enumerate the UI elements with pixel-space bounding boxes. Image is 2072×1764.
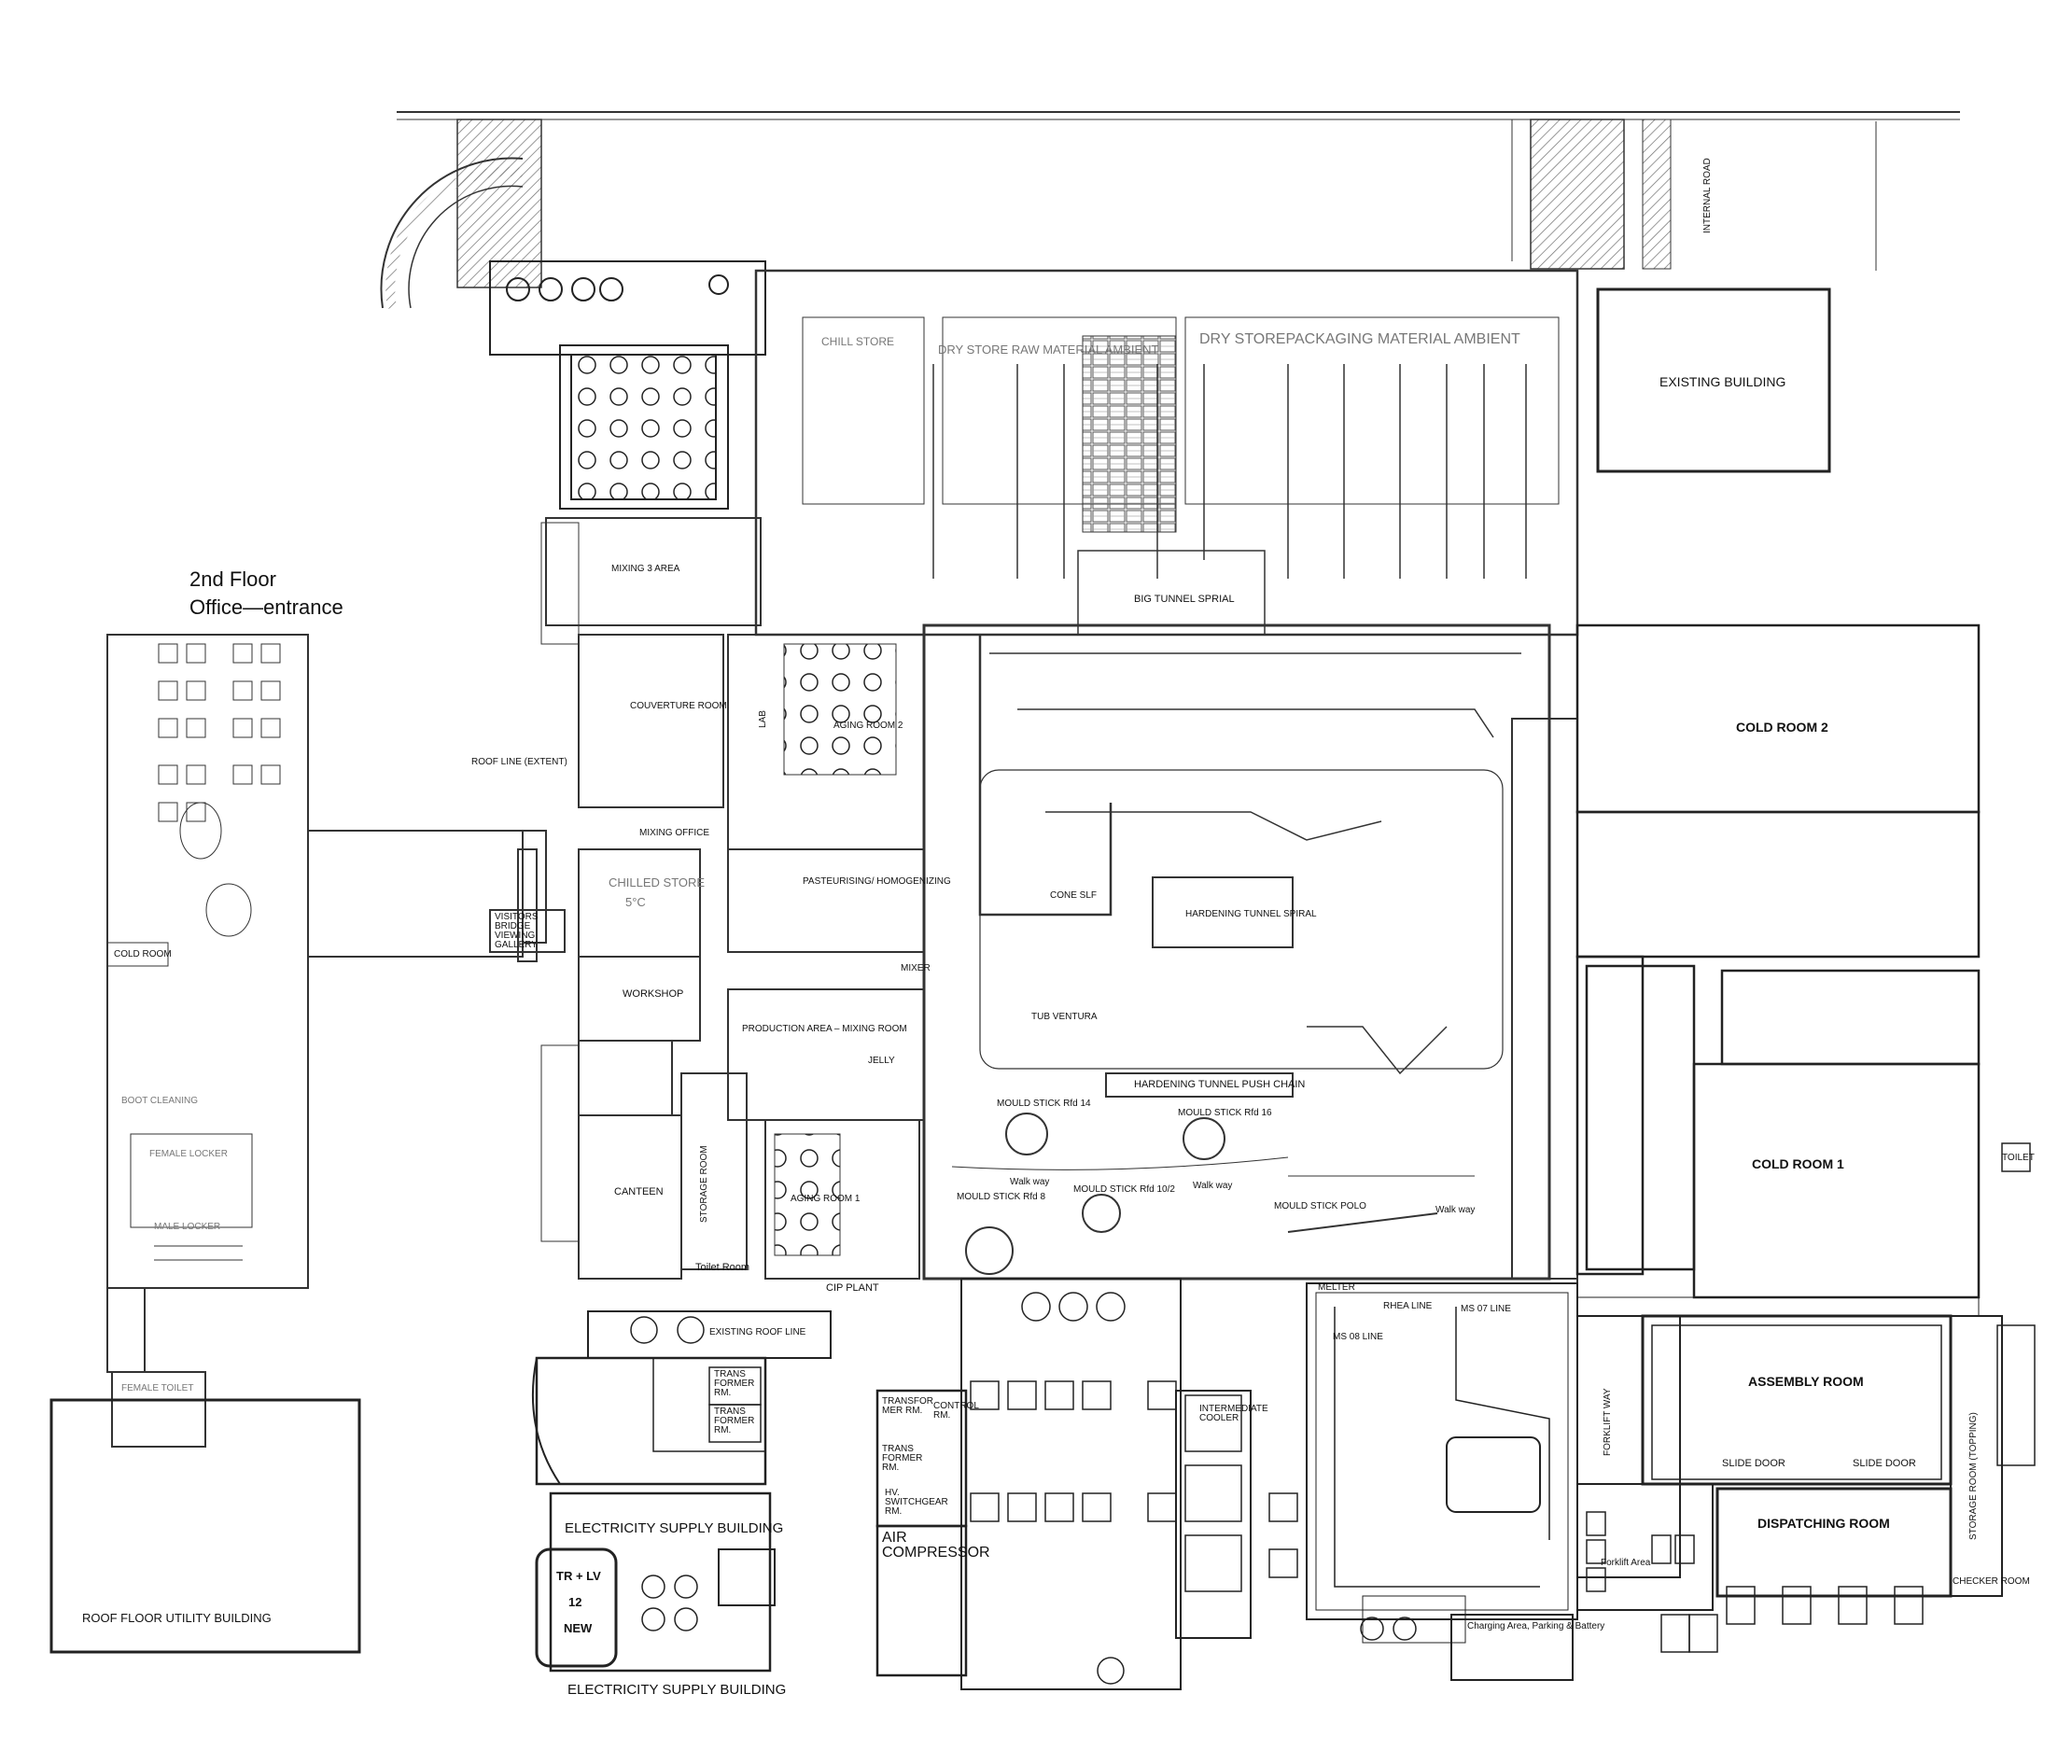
jelly-label: JELLY — [868, 1056, 895, 1066]
transformer-1-label: TRANS FORMER RM. — [714, 1369, 755, 1398]
charging-area-label: Charging Area, Parking & Battery — [1467, 1621, 1605, 1631]
roof-floor-utility — [49, 1398, 361, 1654]
big-tunnel-spiral-label: BIG TUNNEL SPRIAL — [1134, 594, 1235, 605]
production-area-label: PRODUCTION AREA – MIXING ROOM — [742, 1024, 907, 1034]
visitors-gallery-label: VISITORS BRIDGE VIEWING GALLERY — [495, 912, 539, 950]
melter-label: MELTER — [1318, 1282, 1355, 1293]
aging-room-1-label: AGING ROOM 1 — [791, 1194, 861, 1204]
utility-hall — [960, 1278, 1578, 1690]
cold-room-1-label: COLD ROOM 1 — [1752, 1156, 1844, 1171]
production-block — [540, 517, 925, 1280]
transformer-2-label: TRANS FORMER RM. — [714, 1407, 755, 1435]
cone-line-label: CONE SLF — [1050, 890, 1098, 901]
office-wing — [106, 634, 547, 1448]
mould-stick-16-label: MOULD STICK Rfd 16 — [1178, 1108, 1272, 1118]
hardening-spiral-label: HARDENING TUNNEL SPIRAL — [1185, 909, 1317, 919]
ms-08-line-label: MS 08 LINE — [1333, 1332, 1383, 1342]
dry-store-raw-label: DRY STORE RAW MATERIAL AMBIENT — [938, 343, 1159, 357]
electricity-supply-label-1: ELECTRICITY SUPPLY BUILDING — [565, 1520, 784, 1536]
tr-lv-label-3: NEW — [564, 1621, 593, 1635]
mixing-office-label: MIXING OFFICE — [639, 828, 709, 838]
walk-way-1-label: Walk way — [1010, 1177, 1050, 1187]
tub-ventura-label: TUB VENTURA — [1031, 1012, 1098, 1022]
mould-stick-8-label: MOULD STICK Rfd 8 — [957, 1192, 1046, 1202]
office-title-line-1: 2nd Floor — [189, 567, 276, 591]
female-locker-label: FEMALE LOCKER — [149, 1149, 228, 1159]
internal-road-label: INTERNAL ROAD — [1702, 158, 1713, 233]
mixer-label: MIXER — [901, 963, 931, 973]
canteen-label: CANTEEN — [614, 1186, 664, 1197]
pasteurising-label: PASTEURISING/ HOMOGENIZING — [803, 876, 951, 887]
air-compressor-label: AIR COMPRESSOR — [882, 1530, 990, 1561]
ms-07-line-label: MS 07 LINE — [1461, 1304, 1511, 1314]
storage-room-topping-label: STORAGE ROOM (TOPPING) — [1968, 1412, 1979, 1540]
transformer-4-label: TRANS FORMER RM. — [882, 1444, 923, 1473]
female-toilet-label: FEMALE TOILET — [121, 1383, 194, 1393]
roof-line-label: ROOF LINE (EXTENT) — [471, 757, 567, 767]
dry-store-pack-label: DRY STOREPACKAGING MATERIAL AMBIENT — [1199, 331, 1520, 347]
mould-stick-14-label: MOULD STICK Rfd 14 — [997, 1099, 1091, 1109]
mould-stick-polo-label: MOULD STICK POLO — [1274, 1201, 1366, 1211]
tr-lv-label-2: 12 — [568, 1595, 582, 1609]
mould-stick-10-label: MOULD STICK Rfd 10/2 — [1073, 1184, 1175, 1195]
existing-roof-line-label: EXISTING ROOF LINE — [709, 1327, 806, 1337]
workshop-label: WORKSHOP — [623, 988, 684, 1000]
intermediate-cooler-label: INTERMEDIATE COOLER — [1199, 1404, 1268, 1423]
cold-room-2-label: COLD ROOM 2 — [1736, 720, 1828, 735]
internal-road — [397, 111, 1960, 288]
rhea-line-label: RHEA LINE — [1383, 1301, 1433, 1311]
slide-door-2-label: SLIDE DOOR — [1853, 1458, 1916, 1469]
toilet-label: TOILET — [2002, 1153, 2035, 1163]
chilled-temp-label: 5°C — [625, 895, 646, 909]
checker-room-label: CHECKER ROOM — [1953, 1576, 2030, 1587]
spiral-ramp — [380, 157, 524, 309]
electricity-buildings — [531, 1292, 1417, 1685]
cold-rooms — [1575, 623, 1981, 1317]
walk-way-3-label: Walk way — [1435, 1205, 1476, 1215]
production-hall — [922, 623, 1551, 1281]
lab-label: LAB — [758, 710, 768, 728]
dispatching-room-label: DISPATCHING ROOM — [1757, 1516, 1890, 1531]
couverture-room-label: COUVERTURE ROOM — [630, 701, 727, 711]
transformer-3-label: TRANSFOR MER RM. — [882, 1396, 933, 1416]
office-title-line-2: Office—entrance — [189, 595, 343, 619]
cold-room-small-label: COLD ROOM — [114, 949, 172, 959]
visitor-bridge — [489, 848, 566, 962]
forklift-area-label: Forklift Area — [1601, 1558, 1651, 1568]
existing-building — [1596, 287, 1831, 473]
slide-door-1-label: SLIDE DOOR — [1722, 1458, 1785, 1469]
storage-room-label: STORAGE ROOM — [699, 1145, 709, 1223]
tr-lv-label-1: TR + LV — [556, 1569, 601, 1583]
hv-switchgear-label: HV. SWITCHGEAR RM. — [885, 1488, 948, 1517]
warehouse — [754, 269, 1579, 637]
roof-floor-utility-label: ROOF FLOOR UTILITY BUILDING — [82, 1611, 272, 1625]
control-room-label: CONTROL RM. — [933, 1401, 979, 1421]
chilled-store-label: CHILLED STORE — [609, 875, 706, 889]
male-locker-label: MALE LOCKER — [154, 1222, 221, 1232]
mixing-3-label: MIXING 3 AREA — [611, 564, 680, 574]
aging-room-2-label: AGING ROOM 2 — [833, 721, 903, 731]
existing-building-label: EXISTING BUILDING — [1659, 374, 1786, 389]
assembly-room-label: ASSEMBLY ROOM — [1748, 1374, 1864, 1389]
cip-plant-label: CIP PLANT — [826, 1282, 879, 1294]
electricity-supply-label-2: ELECTRICITY SUPPLY BUILDING — [567, 1682, 787, 1698]
forklift-way-label: FORKLIFT WAY — [1603, 1388, 1613, 1456]
walk-way-2-label: Walk way — [1193, 1181, 1233, 1191]
boot-cleaning-label: BOOT CLEANING — [121, 1096, 199, 1106]
tank-farm — [489, 260, 766, 510]
hardening-push-label: HARDENING TUNNEL PUSH CHAIN — [1134, 1079, 1306, 1090]
chill-store-label: CHILL STORE — [821, 335, 895, 348]
toilet-room-label: Toilet Room — [695, 1262, 750, 1273]
